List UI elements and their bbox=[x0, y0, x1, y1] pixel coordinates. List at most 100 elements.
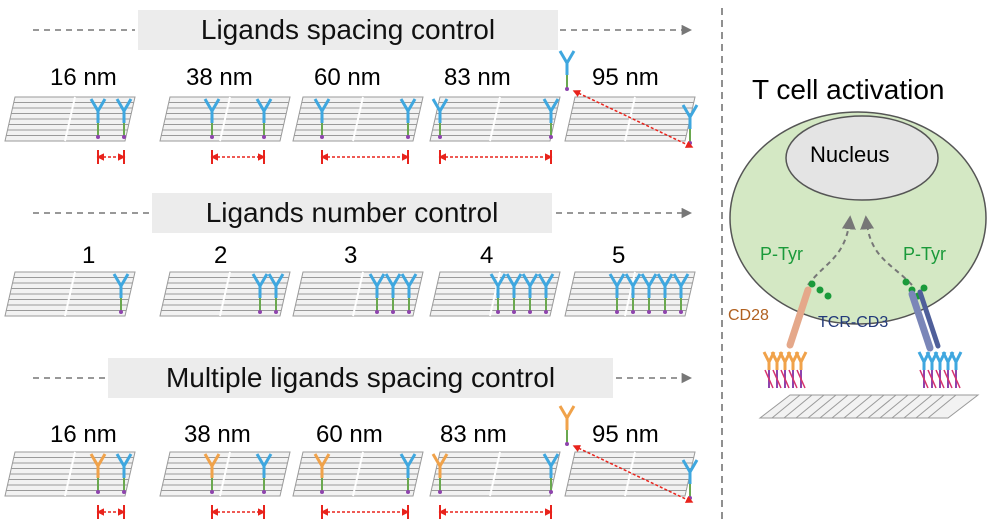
ligand-arm-left bbox=[115, 98, 126, 112]
ligand-arm-right bbox=[96, 453, 107, 467]
ligand-arm-right bbox=[96, 98, 107, 112]
row-3-banner: Multiple ligands spacing control bbox=[108, 358, 613, 398]
ligand-anchor bbox=[320, 135, 324, 139]
ptyr-dot bbox=[902, 278, 910, 286]
tcr-receptor-a bbox=[908, 290, 934, 352]
ptyr-dot bbox=[920, 284, 928, 292]
ptyr-dot bbox=[824, 292, 832, 300]
ligand-anchor bbox=[122, 490, 126, 494]
tcr-receptor-b bbox=[917, 289, 941, 349]
origami-seam bbox=[352, 96, 364, 142]
activation-title: T cell activation bbox=[752, 74, 945, 105]
ligand-arm-left bbox=[640, 273, 651, 287]
ligand-anchor bbox=[258, 310, 262, 314]
row-1-panel-2 bbox=[159, 96, 291, 164]
ligand-arm-right bbox=[122, 98, 133, 112]
ligand bbox=[640, 273, 658, 314]
activation-origami-stripe bbox=[795, 394, 825, 419]
ligand-anchor bbox=[512, 310, 516, 314]
row-3-title: Multiple ligands spacing control bbox=[165, 362, 556, 393]
ligand-arm-left bbox=[399, 453, 410, 467]
ligand-anchor bbox=[565, 442, 569, 446]
ligand-anchor bbox=[375, 310, 379, 314]
ligand-right bbox=[255, 453, 273, 494]
row-1-panel-3 bbox=[292, 96, 424, 164]
ptyr-left-label: P-Tyr bbox=[760, 244, 803, 264]
ligand-anchor bbox=[615, 310, 619, 314]
ligand-arm-right bbox=[375, 273, 386, 287]
ligand bbox=[267, 273, 285, 314]
row-3-panel-2 bbox=[159, 451, 291, 519]
row-2-panel-2 bbox=[159, 271, 291, 317]
ligand-arm-left bbox=[672, 273, 683, 287]
row-2-label-1: 1 bbox=[82, 242, 96, 269]
ligand-anchor bbox=[565, 87, 569, 91]
ligand-left bbox=[89, 453, 107, 494]
ligand-arm-left bbox=[400, 273, 411, 287]
ligand bbox=[608, 273, 626, 314]
origami-tile bbox=[564, 451, 696, 497]
ligand-anchor bbox=[407, 310, 411, 314]
ligand-anchor bbox=[679, 310, 683, 314]
ligand-arm-left bbox=[255, 453, 266, 467]
row-2-panel-1 bbox=[4, 271, 136, 317]
row-1-label-3: 60 nm bbox=[314, 64, 381, 91]
ligand-left bbox=[558, 405, 576, 446]
dna-strand bbox=[764, 369, 774, 389]
ligand-arm-left bbox=[89, 453, 100, 467]
t-cell-illustration bbox=[729, 111, 987, 419]
ligand-arm-right bbox=[262, 98, 273, 112]
dna-strand bbox=[796, 369, 806, 389]
ligand bbox=[505, 273, 523, 314]
ligand-arm-right bbox=[544, 273, 555, 287]
origami-seam bbox=[352, 271, 364, 317]
ligand bbox=[489, 273, 507, 314]
nucleus-label: Nucleus bbox=[810, 142, 890, 167]
ligand-left bbox=[431, 453, 449, 494]
ligand-arm-right bbox=[438, 453, 449, 467]
activation-origami-stripe bbox=[831, 394, 861, 419]
ligand-anchor bbox=[631, 310, 635, 314]
origami-seam bbox=[489, 96, 501, 142]
ligand-arm-right bbox=[262, 453, 273, 467]
ligand-right bbox=[399, 98, 417, 139]
activation-origami-stripe bbox=[915, 394, 945, 419]
ligand bbox=[251, 273, 269, 314]
row-1-label-2: 38 nm bbox=[186, 64, 253, 91]
ligand-anchor bbox=[122, 135, 126, 139]
ligand-arm-right bbox=[391, 273, 402, 287]
cd28-ligand-cluster bbox=[762, 351, 808, 389]
ligand-left bbox=[89, 98, 107, 139]
activation-origami-stripe bbox=[867, 394, 897, 419]
ligand-arm-left bbox=[313, 98, 324, 112]
origami-seam bbox=[352, 451, 364, 497]
row-2-panel-5 bbox=[564, 271, 696, 317]
ligand-arm-left bbox=[431, 98, 442, 112]
row-3-panel-5 bbox=[558, 405, 699, 503]
ligand-anchor bbox=[320, 490, 324, 494]
ligand-arm-left bbox=[255, 98, 266, 112]
dna-strand bbox=[943, 369, 953, 389]
ligand-right bbox=[542, 453, 560, 494]
ligand-anchor bbox=[262, 135, 266, 139]
ligand-arm-left bbox=[115, 453, 126, 467]
ligand-arm-right bbox=[438, 98, 449, 112]
row-2-panel-4 bbox=[429, 271, 561, 317]
origami-tile bbox=[4, 271, 136, 317]
activation-origami-body bbox=[758, 394, 980, 419]
origami-seam bbox=[219, 451, 231, 497]
ligand-anchor bbox=[210, 490, 214, 494]
row-2-panels bbox=[4, 271, 696, 317]
ligand-arm-left bbox=[542, 98, 553, 112]
row-2-label-2: 2 bbox=[214, 242, 228, 269]
row-1-banner: Ligands spacing control bbox=[138, 10, 558, 50]
row-3-label-1: 16 nm bbox=[50, 421, 117, 448]
ptyr-right-label: P-Tyr bbox=[903, 244, 946, 264]
activation-origami-stripe bbox=[783, 394, 813, 419]
ligand-arm-left bbox=[89, 98, 100, 112]
ligand-arm-right bbox=[528, 273, 539, 287]
ligand-arm-left bbox=[505, 273, 516, 287]
ligand bbox=[656, 273, 674, 314]
row-3-panel-3 bbox=[292, 451, 424, 519]
row-1-title: Ligands spacing control bbox=[200, 14, 496, 45]
